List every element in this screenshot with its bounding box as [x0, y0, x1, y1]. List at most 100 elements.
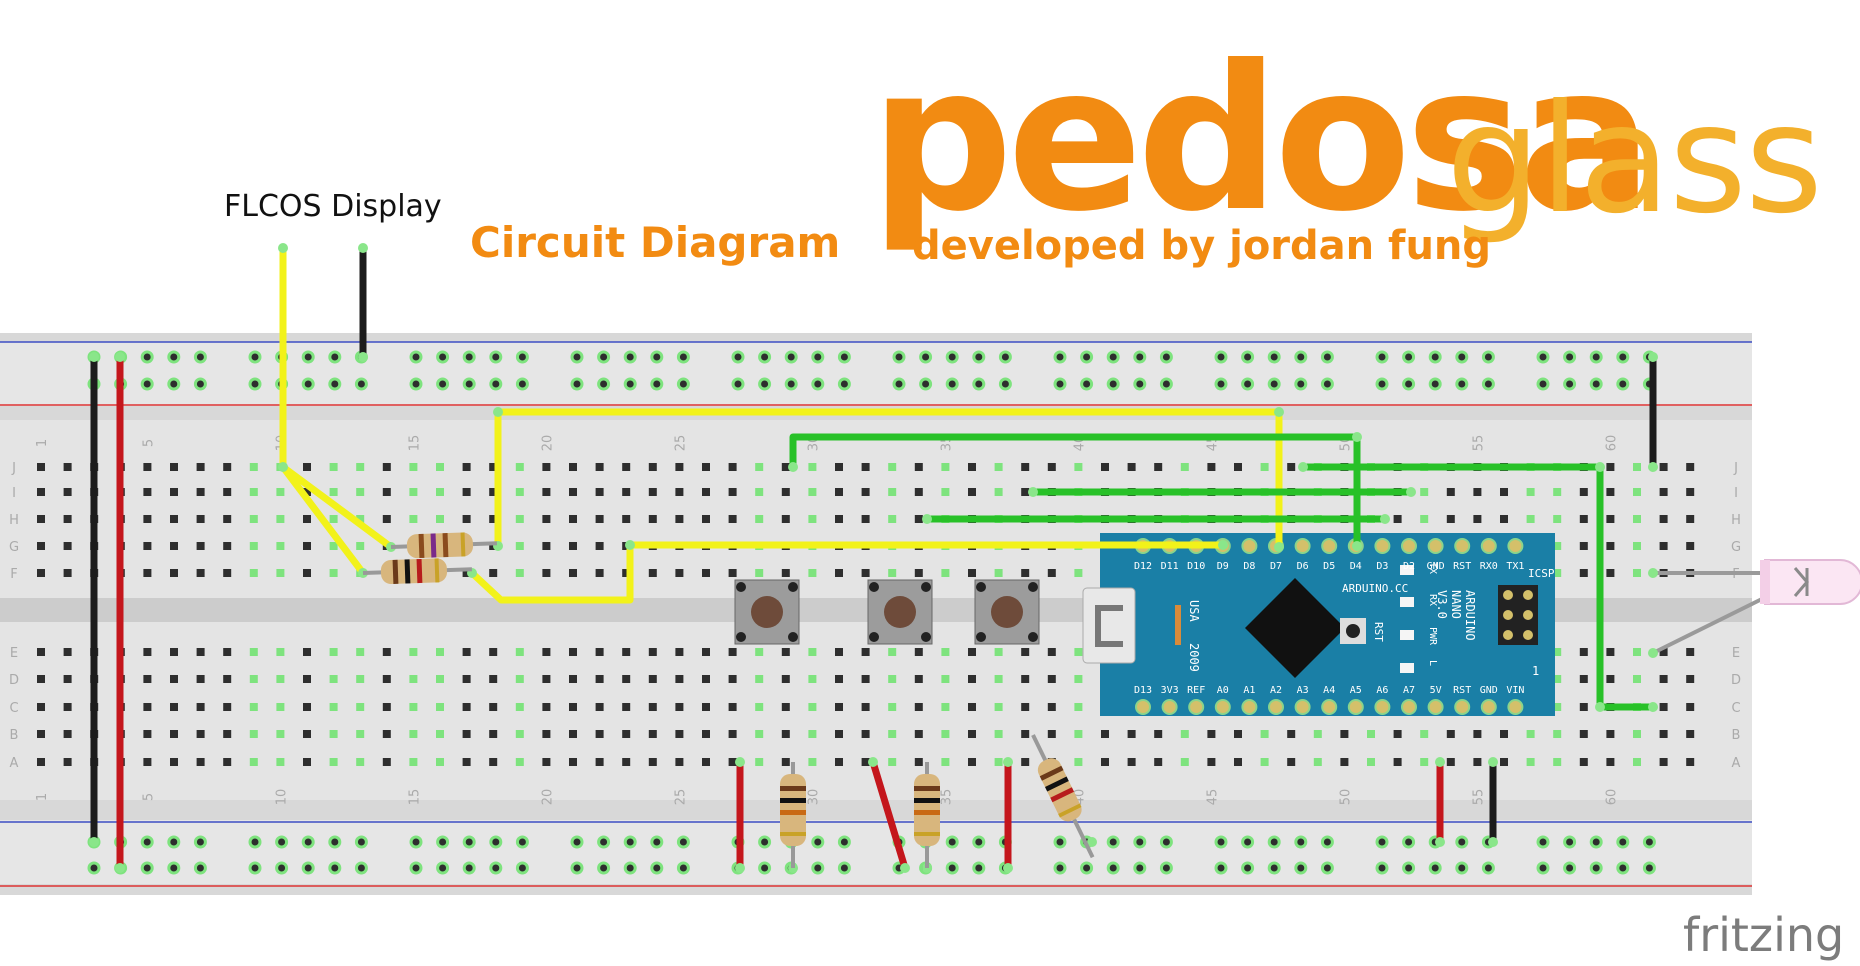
- breadboard-hole: [1180, 463, 1189, 471]
- breadboard-hole: [1686, 703, 1695, 711]
- breadboard-hole: [622, 675, 631, 683]
- breadboard-hole: [276, 648, 285, 656]
- rail-hole: [1536, 377, 1550, 391]
- rail-hole: [193, 835, 207, 849]
- breadboard-hole: [37, 488, 45, 496]
- rail-hole: [1428, 861, 1442, 875]
- breadboard-hole: [542, 542, 551, 550]
- row-letter: B: [1732, 728, 1741, 743]
- rail-hole: [1294, 835, 1308, 849]
- black-wires: [90, 244, 1657, 846]
- breadboard-hole: [303, 569, 311, 577]
- breadboard-hole: [1074, 648, 1083, 656]
- breadboard-hole: [303, 542, 311, 550]
- breadboard-hole: [1526, 515, 1535, 523]
- breadboard-hole: [489, 463, 498, 471]
- rail-hole: [140, 861, 154, 875]
- pin-label: A3: [1297, 685, 1309, 696]
- rail-hole: [972, 835, 986, 849]
- breadboard-hole: [595, 569, 604, 577]
- breadboard-hole: [63, 569, 72, 577]
- breadboard-hole: [1127, 463, 1136, 471]
- breadboard-hole: [968, 569, 976, 577]
- breadboard-hole: [223, 463, 232, 471]
- breadboard-hole: [1579, 703, 1588, 711]
- breadboard-hole: [1021, 758, 1030, 766]
- breadboard-hole: [462, 675, 471, 683]
- breadboard-hole: [569, 463, 577, 471]
- button-cap[interactable]: [884, 596, 916, 628]
- breadboard-hole: [1659, 758, 1668, 766]
- breadboard-hole: [329, 488, 338, 496]
- rail-hole: [945, 350, 959, 364]
- breadboard-hole: [170, 569, 178, 577]
- breadboard-hole: [728, 730, 737, 738]
- breadboard-hole: [329, 542, 338, 550]
- breadboard-hole: [835, 675, 843, 683]
- rail-hole: [972, 350, 986, 364]
- breadboard-hole: [303, 463, 311, 471]
- breadboard-hole: [648, 569, 657, 577]
- breadboard-hole: [303, 730, 311, 738]
- pin-label: D9: [1217, 561, 1229, 572]
- rail-hole: [1375, 377, 1389, 391]
- yellow-wires: [279, 244, 1283, 604]
- breadboard-hole: [1553, 488, 1562, 496]
- breadboard-hole: [1606, 730, 1615, 738]
- breadboard-hole: [223, 675, 232, 683]
- rail-hole: [1402, 377, 1416, 391]
- breadboard-hole: [63, 648, 72, 656]
- rail-hole: [811, 377, 825, 391]
- breadboard-hole: [1047, 648, 1056, 656]
- pin-label: D4: [1350, 561, 1362, 572]
- usb-connector: [1082, 587, 1136, 664]
- breadboard-hole: [515, 703, 524, 711]
- button-cap[interactable]: [991, 596, 1023, 628]
- pin-label: A1: [1243, 685, 1255, 696]
- breadboard-hole: [569, 488, 577, 496]
- wire-end-dot: [358, 243, 368, 253]
- nano-pin: [1241, 538, 1258, 554]
- breadboard-hole: [808, 488, 817, 496]
- breadboard-hole: [1659, 648, 1668, 656]
- breadboard-hole: [1606, 463, 1615, 471]
- breadboard-hole: [808, 758, 817, 766]
- wire-end-dot: [788, 462, 798, 472]
- push-button[interactable]: [867, 579, 933, 645]
- rail-hole: [1133, 350, 1147, 364]
- breadboard-hole: [1047, 463, 1056, 471]
- rail-hole: [275, 861, 289, 875]
- display-branch-wire: [279, 463, 367, 577]
- row-letter: D: [1731, 673, 1741, 688]
- breadboard-hole: [515, 758, 524, 766]
- breadboard-hole: [1579, 730, 1588, 738]
- push-button[interactable]: [974, 579, 1040, 645]
- breadboard-hole: [542, 515, 551, 523]
- breadboard-hole: [1260, 463, 1269, 471]
- breadboard-hole: [941, 758, 950, 766]
- breadboard-hole: [835, 463, 843, 471]
- breadboard-hole: [436, 730, 444, 738]
- rail-hole: [409, 861, 423, 875]
- breadboard-hole: [808, 569, 817, 577]
- breadboard-hole: [276, 488, 285, 496]
- row-letter: C: [1731, 701, 1740, 716]
- push-button[interactable]: [734, 579, 800, 645]
- breadboard-hole: [143, 758, 152, 766]
- breadboard-hole: [728, 648, 737, 656]
- breadboard-hole: [648, 730, 657, 738]
- icsp-pin: [1503, 610, 1513, 620]
- button-cap[interactable]: [751, 596, 783, 628]
- rail-hole: [1214, 835, 1228, 849]
- pin-label: D2: [1403, 561, 1415, 572]
- breadboard-hole: [1686, 648, 1695, 656]
- nano-pin: [1374, 538, 1391, 554]
- breadboard-hole: [1074, 730, 1083, 738]
- rail-hole: [193, 861, 207, 875]
- breadboard-hole: [249, 542, 258, 550]
- breadboard-hole: [1473, 488, 1482, 496]
- breadboard-hole: [329, 758, 338, 766]
- rail-hole: [354, 377, 368, 391]
- nano-pins: [1135, 538, 1524, 715]
